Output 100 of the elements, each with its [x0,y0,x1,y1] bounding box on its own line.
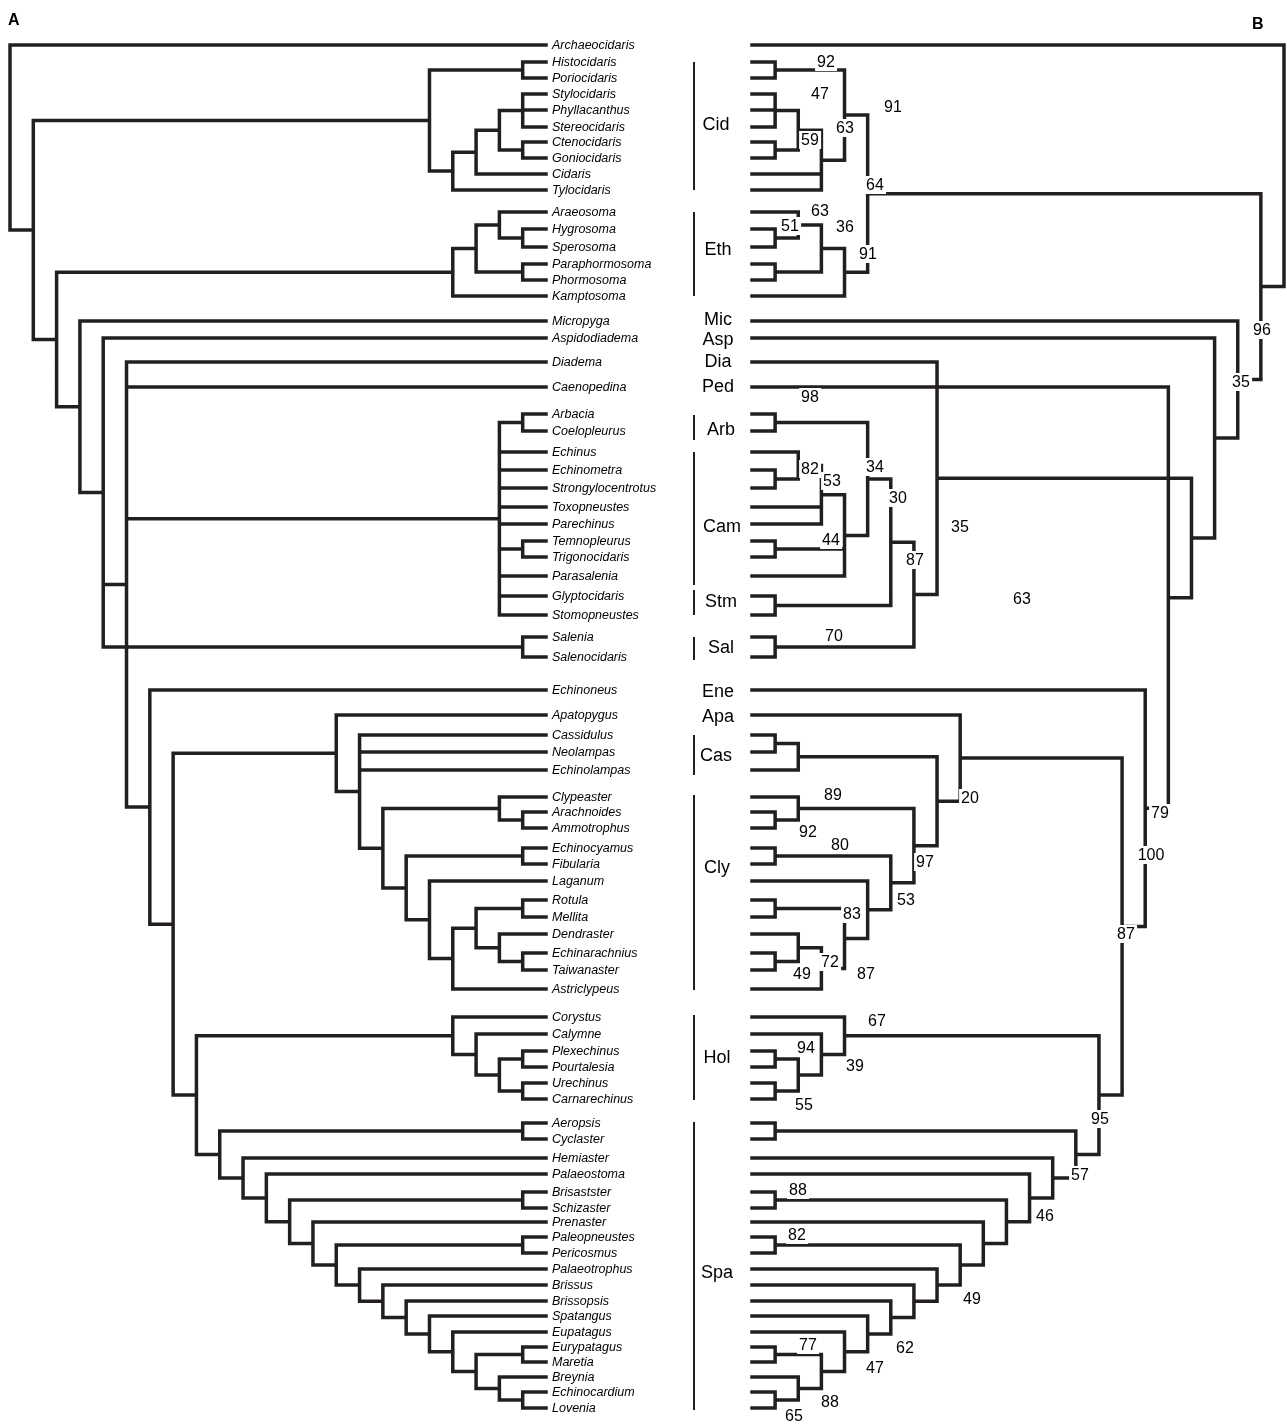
taxon-name: Temnopleurus [552,534,631,548]
taxon-name: Echinarachnius [552,946,638,960]
taxon-name: Sperosoma [552,240,616,254]
clade-label: Cam [703,517,741,535]
taxon-name: Palaeostoma [552,1167,625,1181]
taxon-name: Glyptocidaris [552,589,625,603]
taxon-name: Cyclaster [552,1132,605,1146]
taxon-name: Echinocardium [552,1385,635,1399]
support-value: 51 [779,217,801,235]
support-value: 72 [819,953,841,971]
taxon-name: Toxopneustes [552,500,630,514]
taxon-name: Strongylocentrotus [552,481,657,495]
clade-label: Arb [707,420,735,438]
taxon-name: Salenia [552,630,594,644]
taxon-name: Palaeotrophus [552,1262,633,1276]
taxon-name: Kamptosoma [552,289,626,303]
taxon-name: Prenaster [552,1215,607,1229]
taxon-name: Spatangus [552,1309,612,1323]
taxon-name: Stylocidaris [552,87,616,101]
taxon-name: Cassidulus [552,728,614,742]
taxon-name: Phormosoma [552,273,627,287]
taxon-name: Paleopneustes [552,1230,635,1244]
taxon-name: Eupatagus [552,1325,612,1339]
taxon-name: Brisastster [552,1185,612,1199]
clade-label: Sal [708,638,734,656]
taxon-name: Plexechinus [552,1044,620,1058]
taxon-name: Fibularia [552,857,600,871]
taxon-name: Apatopygus [552,708,619,722]
support-value: 87 [1115,925,1137,943]
clade-label: Dia [704,352,732,370]
support-value: 34 [864,458,886,476]
taxon-name: Aeropsis [552,1116,601,1130]
clade-label: Ene [702,682,734,700]
support-value: 53 [821,472,843,490]
taxon-name: Maretia [552,1355,594,1369]
taxon-name: Rotula [552,893,589,907]
taxon-name: Stomopneustes [552,608,639,622]
support-value: 87 [904,551,926,569]
taxon-name: Cidaris [552,167,591,181]
clade-label: Apa [702,707,734,725]
taxon-name: Salenocidaris [552,650,628,664]
taxon-name: Hygrosoma [552,222,616,236]
taxon-name: Parasalenia [552,569,618,583]
taxon-name: Eurypatagus [552,1340,623,1354]
taxon-name: Brissopsis [552,1294,609,1308]
support-value: 91 [857,245,879,263]
support-value: 97 [914,853,936,871]
panel-letter: A [8,12,20,28]
taxon-name: Parechinus [552,517,615,531]
taxon-name: Archaeocidaris [552,38,635,52]
support-value: 88 [787,1181,809,1199]
taxon-name: Clypeaster [552,790,612,804]
support-value: 65 [783,1407,805,1424]
taxon-name: Lovenia [552,1401,596,1415]
taxon-name: Echinometra [552,463,623,477]
clade-label: Spa [701,1263,733,1281]
clade-label: Cly [704,858,730,876]
taxon-name: Urechinus [552,1076,609,1090]
support-value: 96 [1251,321,1273,339]
taxon-name: Diadema [552,355,603,369]
taxon-name: Aspidodiadema [552,331,639,345]
taxon-name: Brissus [552,1278,593,1292]
taxon-name: Micropyga [552,314,610,328]
taxon-name: Araeosoma [552,205,616,219]
clade-label: Hol [703,1048,731,1066]
taxon-name: Phyllacanthus [552,103,630,117]
support-value: 77 [797,1336,819,1354]
support-value: 82 [799,460,821,478]
taxon-name: Stereocidaris [552,120,625,134]
support-value: 44 [820,531,842,549]
taxon-name: Trigonocidaris [552,550,630,564]
support-value: 35 [1230,373,1252,391]
taxon-name: Ammotrophus [552,821,630,835]
taxon-name: Dendraster [552,927,614,941]
taxon-name: Echinocyamus [552,841,634,855]
clade-label: Mic [704,310,732,328]
support-value: 100 [1135,846,1167,864]
taxon-name: Echinoneus [552,683,618,697]
taxon-name: Poriocidaris [552,71,618,85]
support-value: 30 [887,489,909,507]
support-value: 83 [841,905,863,923]
taxon-name: Corystus [552,1010,602,1024]
taxon-name: Taiwanaster [552,963,619,977]
panel-letter: B [1252,16,1264,32]
taxon-name: Tylocidaris [552,183,611,197]
support-value: 82 [786,1226,808,1244]
clade-label: Eth [704,240,732,258]
taxon-name: Ctenocidaris [552,135,622,149]
taxon-name: Arachnoides [552,805,622,819]
taxon-name: Carnarechinus [552,1092,634,1106]
taxon-name: Breynia [552,1370,595,1384]
clade-label: Stm [705,592,737,610]
clade-label: Asp [702,330,734,348]
taxon-name: Paraphormosoma [552,257,652,271]
clade-label: Ped [702,377,734,395]
taxon-name: Arbacia [552,407,595,421]
taxon-name: Schizaster [552,1201,611,1215]
support-value: 64 [864,176,886,194]
support-value: 63 [834,119,856,137]
taxon-name: Calymne [552,1027,602,1041]
